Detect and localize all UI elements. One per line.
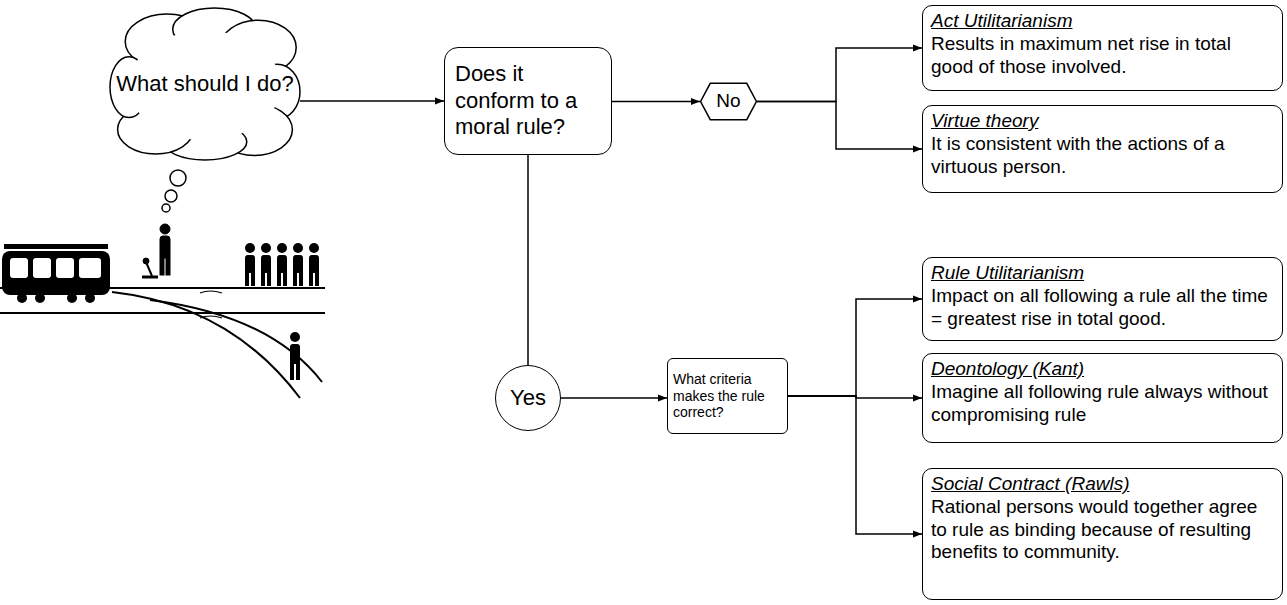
theory-name: Social Contract (Rawls) [931,473,1274,496]
theory-name: Deontology (Kant) [931,358,1274,381]
lever-person [142,224,170,277]
connector [561,397,667,399]
connector [300,100,444,102]
theory-box: Deontology (Kant)Imagine all following r… [922,353,1283,443]
connector [788,299,922,396]
theory-name: Act Utilitarianism [931,10,1274,33]
theory-description: Results in maximum net rise in total goo… [931,33,1274,79]
node-label: Does it conform to a moral rule? [455,61,601,140]
five-people [245,243,319,286]
thought-cloud: What should I do? [110,8,300,160]
connector [527,155,529,365]
theory-box: Rule UtilitarianismImpact on all followi… [922,257,1283,341]
theory-description: Rational persons would together agree to… [931,496,1274,564]
theory-name: Virtue theory [931,110,1274,133]
node-label: What criteria makes the rule correct? [673,371,782,421]
one-person [290,332,300,380]
connector [757,102,922,150]
node-label: Yes [510,385,546,411]
theory-box: Virtue theoryIt is consistent with the a… [922,105,1283,193]
theory-description: It is consistent with the actions of a v… [931,133,1274,179]
question-box: What criteria makes the rule correct? [667,358,788,434]
connector [612,101,700,103]
theory-box: Social Contract (Rawls)Rational persons … [922,468,1283,600]
connector [788,396,922,534]
node-label: No [716,90,740,113]
decision-box: Does it conform to a moral rule? [444,47,612,155]
theory-name: Rule Utilitarianism [931,262,1274,285]
theory-description: Impact on all following a rule all the t… [931,285,1274,331]
theory-description: Imagine all following rule always withou… [931,381,1274,427]
connector [757,48,922,102]
node-label: What should I do? [116,71,293,97]
answer-hexagon: No [700,83,757,120]
theory-box: Act UtilitarianismResults in maximum net… [922,5,1283,91]
answer-circle: Yes [495,365,561,431]
thought-bubbles [162,170,186,212]
tram [2,244,110,303]
tracks [0,288,325,398]
